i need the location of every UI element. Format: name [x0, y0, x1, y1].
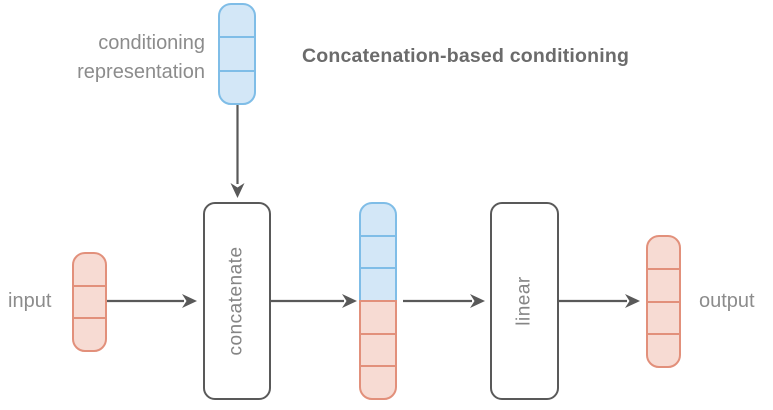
concatenated-blue-part — [359, 202, 397, 302]
block-segment — [361, 204, 395, 235]
block-segment — [220, 69, 254, 103]
conditioning-representation-block — [218, 3, 256, 105]
block-segment — [361, 365, 395, 398]
concatenated-pink-part — [359, 300, 397, 400]
block-segment — [648, 237, 679, 268]
block-segment — [74, 254, 105, 285]
arrow-input-to-concatenate — [106, 294, 197, 308]
linear-box: linear — [490, 202, 559, 400]
arrow-linear-to-output — [559, 294, 640, 308]
input-block — [72, 252, 107, 352]
arrow-conditioning-to-concatenate — [230, 105, 245, 198]
output-block — [646, 235, 681, 368]
arrow-concatenate-to-vector — [271, 294, 357, 308]
linear-label: linear — [513, 276, 535, 326]
diagram-title: Concatenation-based conditioning — [302, 45, 630, 67]
concatenate-box: concatenate — [203, 202, 271, 400]
block-segment — [361, 332, 395, 366]
block-segment — [361, 234, 395, 268]
conditioning-label-line2: representation — [77, 61, 205, 83]
block-segment — [648, 333, 679, 366]
concatenate-label: concatenate — [226, 246, 247, 356]
conditioning-label-line1: conditioning — [98, 32, 205, 54]
block-segment — [648, 267, 679, 301]
conditioning-representation-label: conditioning representation — [77, 29, 205, 87]
block-segment — [220, 36, 254, 69]
arrow-vector-to-linear — [403, 294, 485, 308]
block-segment — [74, 284, 105, 318]
block-segment — [361, 302, 395, 333]
block-segment — [361, 267, 395, 300]
block-segment — [74, 317, 105, 350]
block-segment — [648, 300, 679, 334]
block-segment — [220, 5, 254, 36]
input-label: input — [8, 290, 52, 312]
output-label: output — [699, 290, 755, 312]
